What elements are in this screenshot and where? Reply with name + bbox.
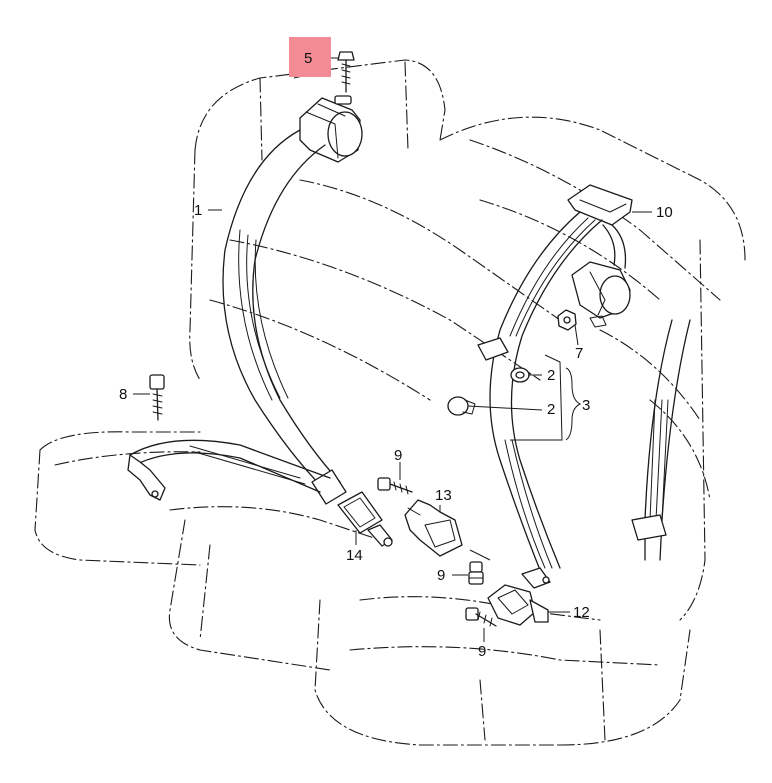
- callout-highlight-5: [289, 37, 331, 77]
- right-belt-retractor: [571, 224, 631, 319]
- callout-5[interactable]: 5: [304, 50, 312, 67]
- bolt-9-middle: [468, 561, 484, 585]
- rear-seat-backrest: [189, 59, 746, 621]
- callout-1[interactable]: 1: [194, 202, 202, 219]
- buckle-14: [337, 491, 393, 547]
- right-side-belt-partial: [631, 319, 691, 561]
- nut-7: [557, 309, 607, 331]
- callout-13[interactable]: 13: [435, 487, 452, 504]
- left-belt-retractor: [299, 95, 363, 163]
- spacer-2-upper: [510, 367, 530, 383]
- right-belt-guide-10: [567, 184, 633, 226]
- bolt-8: [149, 374, 165, 421]
- buckle-13: [404, 499, 463, 557]
- bolt-9-upper: [377, 477, 413, 495]
- callout-8[interactable]: 8: [119, 386, 127, 403]
- right-seat-belt-webbing: [477, 211, 603, 571]
- callout-9-lower[interactable]: 9: [478, 643, 486, 660]
- callout-7[interactable]: 7: [575, 345, 583, 362]
- callout-9-middle[interactable]: 9: [437, 567, 445, 584]
- lap-belt-left-anchor: [127, 439, 331, 501]
- callout-14[interactable]: 14: [346, 547, 363, 564]
- left-belt-bolt-5: [337, 51, 355, 93]
- callout-2-upper[interactable]: 2: [547, 367, 555, 384]
- callout-3[interactable]: 3: [582, 397, 590, 414]
- bracket-3: [565, 367, 582, 441]
- bolt-9-lower: [465, 607, 497, 627]
- left-seat-belt-webbing: [222, 129, 347, 505]
- callout-9-upper[interactable]: 9: [394, 447, 402, 464]
- right-lap-anchor-12: [487, 567, 551, 626]
- callout-12[interactable]: 12: [573, 604, 590, 621]
- callout-10[interactable]: 10: [656, 204, 673, 221]
- rear-seat-cushion: [34, 431, 691, 746]
- callout-2-lower[interactable]: 2: [547, 401, 555, 418]
